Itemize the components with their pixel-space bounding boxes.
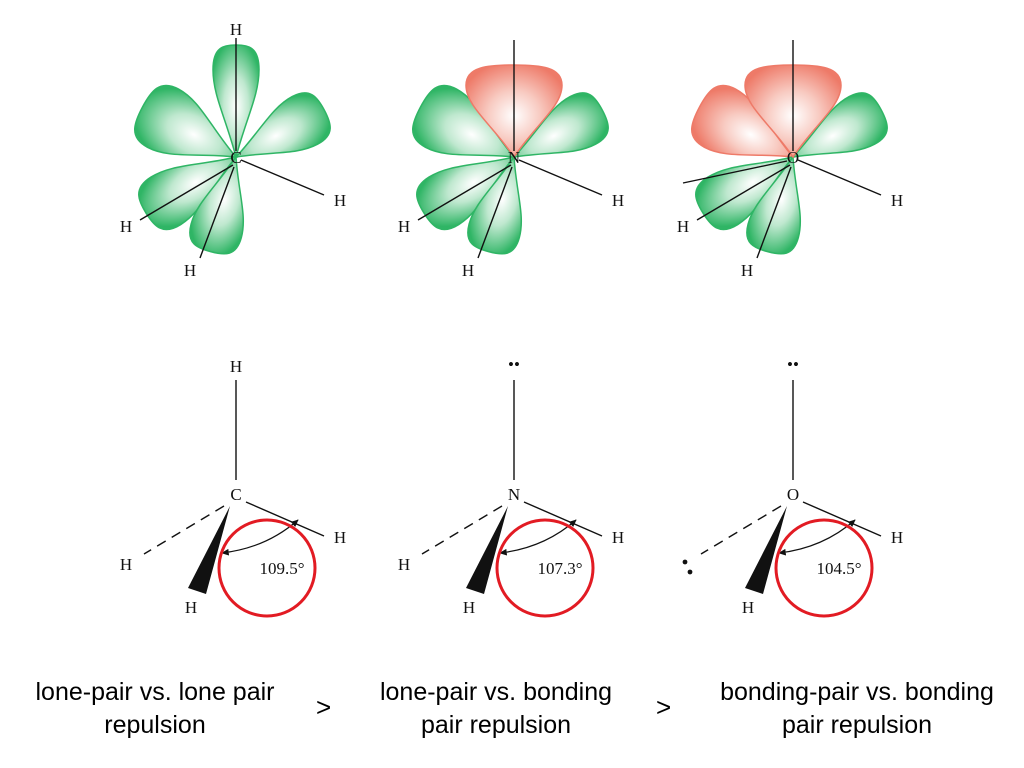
caption-bonding-bonding: bonding-pair vs. bonding pair repulsion (692, 676, 1022, 742)
highlight-circle (774, 518, 874, 618)
lone-pair-top: •• (787, 355, 799, 374)
orbital-lobe-upper-left (133, 84, 238, 158)
atom-top: H (230, 20, 242, 39)
highlight-circle (495, 518, 595, 618)
bond-axis-bottom (199, 166, 235, 259)
bond-axis-right (518, 159, 603, 196)
atom-right: H (334, 191, 346, 210)
atom-left: H (398, 555, 410, 574)
central-atom: N (508, 485, 520, 504)
central-atom: C (230, 485, 241, 504)
structure-methane: H C H H H 109.5° (120, 357, 346, 618)
structure-row: H C H H H 109.5° •• N H H H 107.3° •• O H H 104.5° (120, 355, 903, 618)
orbital-lobe-right (511, 92, 609, 159)
bond-axis-lower-left (696, 164, 791, 221)
atom-right: H (891, 528, 903, 547)
caption-line-2: pair repulsion (420, 711, 572, 739)
orbital-model-ammonia: N H H H (398, 40, 624, 280)
caption-line-1: bonding-pair vs. bonding (720, 678, 994, 706)
atom-right: H (891, 191, 903, 210)
orbital-lobe-bottom (189, 154, 244, 255)
bond-angle-label: 109.5° (259, 559, 304, 578)
bond-axis-right (797, 159, 882, 196)
atom-bottom: H (462, 261, 474, 280)
bond-right (523, 501, 603, 537)
lone-pair-top: •• (508, 355, 520, 374)
orbital-lobe-bottom (467, 154, 522, 255)
atom-top: H (230, 357, 242, 376)
caption-lone-bonding: lone-pair vs. bonding pair repulsion (331, 676, 661, 742)
bond-right (245, 501, 325, 537)
bond-axis-right (240, 159, 325, 196)
structure-ammonia: •• N H H H 107.3° (398, 355, 624, 618)
central-atom: O (787, 148, 799, 167)
bond-wedge (745, 506, 787, 594)
atom-bottom: H (742, 598, 754, 617)
caption-line-2: pair repulsion (781, 711, 933, 739)
atom-bottom: H (741, 261, 753, 280)
greater-than-2: > (656, 692, 672, 722)
bond-wedge (466, 506, 508, 594)
orbital-model-water: O H H H (677, 40, 903, 280)
atom-left: H (120, 217, 132, 236)
bond-right (802, 501, 882, 537)
lone-pair-axis-left (682, 160, 788, 184)
bond-axis-lower-left (139, 164, 234, 221)
caption-line-1: lone-pair vs. bonding (379, 678, 613, 706)
bond-wedge (188, 506, 230, 594)
bond-left-dashed (143, 505, 225, 555)
orbital-lobe-right (233, 92, 331, 159)
caption-lone-lone: lone-pair vs. lone pair repulsion (0, 676, 320, 742)
orbital-lobe-bottom (746, 154, 801, 255)
orbital-row: H C H H H N H H H O H H H (120, 20, 903, 280)
bond-angle-label: 107.3° (537, 559, 582, 578)
central-atom: N (508, 148, 520, 167)
structure-water: •• O H H 104.5° (682, 355, 903, 618)
atom-bottom: H (185, 598, 197, 617)
bond-axis-bottom (477, 166, 513, 259)
atom-right: H (334, 528, 346, 547)
bond-axis-lower-left (417, 164, 512, 221)
highlight-circle (217, 518, 317, 618)
bond-axis-bottom (756, 166, 792, 259)
bond-angle-label: 104.5° (816, 559, 861, 578)
atom-right: H (612, 528, 624, 547)
greater-than-1: > (316, 692, 332, 722)
orbital-lobe-right (790, 92, 888, 159)
bond-left-dashed (421, 505, 503, 555)
atom-bottom: H (463, 598, 475, 617)
caption-line-1: lone-pair vs. lone pair (35, 678, 275, 706)
atom-left: H (398, 217, 410, 236)
atom-left: H (677, 217, 689, 236)
atom-left: H (120, 555, 132, 574)
atom-bottom: H (184, 261, 196, 280)
lone-pair-left (682, 559, 693, 575)
orbital-model-methane: H C H H H (120, 20, 346, 280)
central-atom: O (787, 485, 799, 504)
bond-left-dashed (700, 505, 782, 555)
atom-right: H (612, 191, 624, 210)
caption-line-2: repulsion (104, 711, 206, 739)
central-atom: C (230, 148, 241, 167)
